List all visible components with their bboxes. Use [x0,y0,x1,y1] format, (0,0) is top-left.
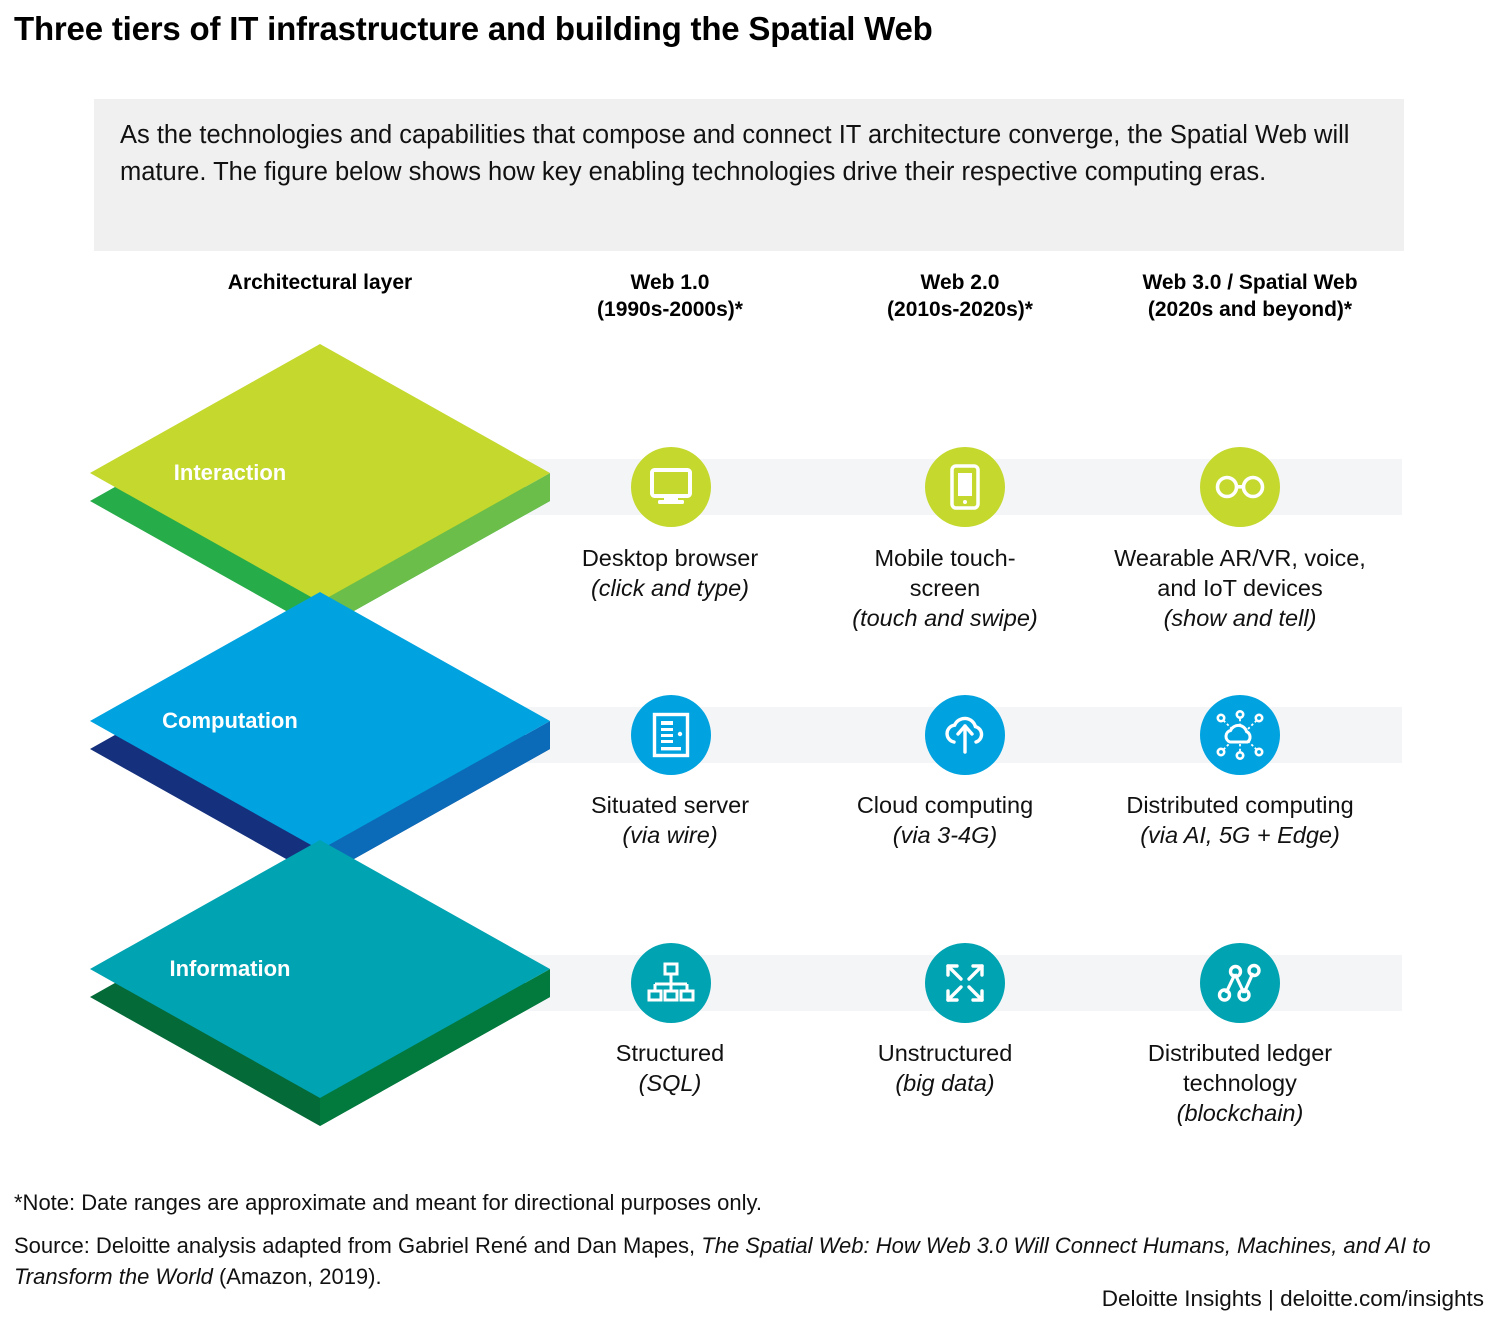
column-header-layer-label: Architectural layer [227,271,413,294]
page-title: Three tiers of IT infrastructure and bui… [14,10,933,47]
icon-desktop-monitor-icon[interactable] [631,447,711,527]
column-header-web2-line1: Web 2.0 [920,271,1000,294]
column-header-web3-line1: Web 3.0 / Spatial Web [1142,271,1358,294]
caption-label: Mobile touch- screen [874,545,1016,601]
icon-distributed-cloud-network-icon[interactable] [1200,695,1280,775]
caption-label: Cloud computing [856,792,1034,818]
server-rack-icon [652,712,690,758]
icon-ar-vr-glasses-icon[interactable] [1200,447,1280,527]
hierarchy-tree-icon [647,962,695,1002]
icon-hierarchy-tree-icon[interactable] [631,943,711,1023]
column-header-web-1: Web 1.0 (1990s-2000s)* [560,269,780,323]
layer-slab-interaction [90,336,550,646]
caption-sub: (touch and swipe) [852,605,1038,631]
column-header-web1-line1: Web 1.0 [630,271,710,294]
arrow-tip-computation [1364,707,1402,763]
caption-label: Wearable AR/VR, voice, and IoT devices [1114,545,1366,601]
caption-label: Unstructured [877,1040,1013,1066]
caption-structured: Structured (SQL) [520,1038,820,1098]
column-header-web1-line2: (1990s-2000s)* [597,298,743,321]
icon-expand-arrows-icon[interactable] [925,943,1005,1023]
caption-label: Distributed computing [1126,792,1354,818]
caption-sub: (show and tell) [1163,605,1317,631]
caption-sub: (click and type) [590,575,750,601]
layer-slab-computation [90,584,550,894]
smartphone-icon [950,464,980,510]
cloud-upload-icon [945,716,984,754]
distributed-cloud-network-icon [1216,710,1264,760]
column-header-web-3: Web 3.0 / Spatial Web (2020s and beyond)… [1100,269,1400,323]
caption-sub: (big data) [895,1070,995,1096]
brand-attribution: Deloitte Insights | deloitte.com/insight… [1101,1286,1484,1311]
caption-sub: (SQL) [638,1070,702,1096]
arrow-tip-interaction [1364,459,1402,515]
ar-vr-glasses-icon [1215,475,1265,499]
column-header-architectural-layer: Architectural layer [200,269,440,296]
caption-sub: (via 3-4G) [892,822,998,848]
icon-cloud-upload-icon[interactable] [925,695,1005,775]
caption-distributed-computing: Distributed computing (via AI, 5G + Edge… [1085,790,1395,850]
caption-sub: (via wire) [622,822,718,848]
caption-unstructured: Unstructured (big data) [820,1038,1070,1098]
caption-wearable-arvr: Wearable AR/VR, voice, and IoT devices (… [1085,543,1395,633]
caption-situated-server: Situated server (via wire) [520,790,820,850]
icon-node-graph-chain-icon[interactable] [1200,943,1280,1023]
caption-label: Structured [615,1040,725,1066]
arrow-tip-information [1364,955,1402,1011]
intro-text: As the technologies and capabilities tha… [120,121,1350,186]
source-book-title: The Spatial Web: How Web 3.0 Will Connec… [14,1233,1431,1289]
caption-mobile-touchscreen: Mobile touch- screen (touch and swipe) [835,543,1055,633]
icon-smartphone-icon[interactable] [925,447,1005,527]
layer-slab-information [90,832,550,1142]
desktop-monitor-icon [650,468,692,504]
caption-distributed-ledger: Distributed ledger technology (blockchai… [1090,1038,1390,1128]
footnote-date-ranges: *Note: Date ranges are approximate and m… [14,1190,763,1215]
caption-desktop-browser: Desktop browser (click and type) [520,543,820,603]
caption-sub: (blockchain) [1176,1100,1304,1126]
caption-label: Desktop browser [581,545,759,571]
column-header-web3-line2: (2020s and beyond)* [1147,298,1353,321]
icon-server-rack-icon[interactable] [631,695,711,775]
column-header-web2-line2: (2010s-2020s)* [887,298,1033,321]
expand-arrows-icon [946,964,984,1002]
node-graph-chain-icon [1217,963,1261,1002]
column-header-web-2: Web 2.0 (2010s-2020s)* [855,269,1065,323]
caption-label: Distributed ledger technology [1147,1040,1333,1096]
source-suffix: (Amazon, 2019). [212,1264,382,1289]
caption-label: Situated server [590,792,750,818]
intro-box: As the technologies and capabilities tha… [94,99,1404,251]
source-prefix: Source: Deloitte analysis adapted from G… [14,1233,702,1258]
caption-sub: (via AI, 5G + Edge) [1140,822,1340,848]
source-line: Source: Deloitte analysis adapted from G… [14,1230,1484,1292]
caption-cloud-computing: Cloud computing (via 3-4G) [820,790,1070,850]
